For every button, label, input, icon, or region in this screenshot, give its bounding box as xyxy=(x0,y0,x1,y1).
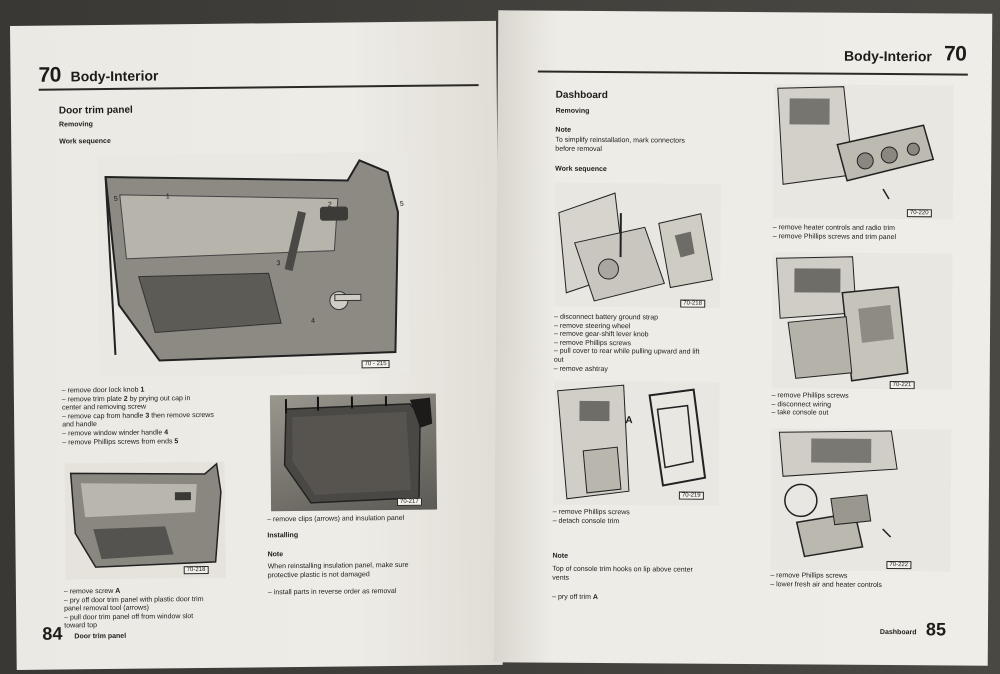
removing-label: Removing xyxy=(59,121,93,129)
note2-text: Top of console trim hooks on lip above c… xyxy=(552,565,762,584)
step-item: – remove Phillips screws and trim panel xyxy=(772,232,897,241)
steps-list-trim-removal: – remove screw A – pry off door trim pan… xyxy=(64,586,264,631)
figure-ref-70-217: 70-217 xyxy=(396,497,422,506)
console-trim-illustration xyxy=(557,384,707,500)
step-item: – pry off trim A xyxy=(552,593,598,601)
steps-list-pry: – pry off trim A xyxy=(552,594,752,604)
note-label: Note xyxy=(555,126,572,134)
console-trim-figure: A 70-219 xyxy=(552,380,720,506)
console-cover-figure: 70-218 xyxy=(554,182,722,308)
steps-list-install: – install parts in reverse order as remo… xyxy=(268,587,488,598)
trim-removal-figure: 70-218 xyxy=(64,461,226,580)
steps-list-fresh-air: – remove Phillips screws – lower fresh a… xyxy=(770,572,980,591)
note2-label: Note xyxy=(552,552,569,560)
note-line: protective plastic is not damaged xyxy=(267,571,370,580)
steps-list-insulation: – remove clips (arrows) and insulation p… xyxy=(267,514,487,525)
figure-ref-70-221: 70-221 xyxy=(889,381,915,390)
footer-label: Door trim panel xyxy=(74,632,127,641)
steps-list-console-trim: – remove Phillips screws – detach consol… xyxy=(553,509,763,528)
callout-4: 4 xyxy=(311,317,316,325)
work-sequence-label: Work sequence xyxy=(555,165,607,174)
console-cover-illustration xyxy=(558,192,713,302)
door-trim-illustration xyxy=(104,159,399,362)
right-page: Body-Interior 70 Dashboard Removing Note… xyxy=(493,10,993,666)
installing-label: Installing xyxy=(267,532,299,540)
step-item: – install parts in reverse order as remo… xyxy=(267,587,397,597)
callout-5-right: 5 xyxy=(399,200,404,208)
console-removal-figure: 70-221 xyxy=(771,252,953,390)
note-line: Top of console trim hooks on lip above c… xyxy=(552,565,693,574)
figure-ref-70-219: 70-219 xyxy=(678,491,704,500)
fresh-air-controls-illustration xyxy=(778,430,898,558)
chapter-title: Body-Interior xyxy=(70,67,159,85)
removing-label: Removing xyxy=(555,107,590,115)
door-trim-figure: 5 1 2 5 3 4 70 - 215 xyxy=(97,151,410,378)
figure-ref-70-220: 70-220 xyxy=(906,209,932,218)
header-rule xyxy=(537,70,968,76)
step-item: toward top xyxy=(64,622,98,630)
note-line: before removal xyxy=(555,145,603,154)
note-text: When reinstalling insulation panel, make… xyxy=(268,560,488,580)
work-sequence-label: Work sequence xyxy=(59,137,111,146)
insulation-panel-illustration xyxy=(283,396,433,504)
steps-list-door-trim: – remove door lock knob 1 – remove trim … xyxy=(62,385,273,447)
callout-3: 3 xyxy=(276,260,281,268)
header-rule xyxy=(38,84,479,91)
steps-list-console: – disconnect battery ground strap – remo… xyxy=(554,314,764,376)
step-item: – detach console trim xyxy=(552,517,620,525)
step-item: – remove ashtray xyxy=(553,365,608,373)
chapter-number: 70 xyxy=(38,63,61,87)
figure-ref-70-222: 70-222 xyxy=(886,561,912,570)
insulation-panel-figure: 70-217 xyxy=(269,393,438,512)
page-number: 85 xyxy=(925,619,947,640)
figure-ref-70-218-left: 70-218 xyxy=(183,565,209,575)
figure-ref-70-218: 70-218 xyxy=(680,299,705,308)
page-number: 84 xyxy=(42,623,63,644)
figure-ref-70-215: 70 - 215 xyxy=(361,360,390,369)
callout-5-left: 5 xyxy=(113,195,118,203)
chapter-number: 70 xyxy=(943,42,967,66)
console-removal-illustration xyxy=(776,256,909,382)
heater-controls-figure: 70-220 xyxy=(772,84,954,220)
step-item: – pull cover to rear while pulling upwar… xyxy=(553,348,700,357)
callout-2: 2 xyxy=(327,201,332,209)
footer-label: Dashboard xyxy=(879,628,917,637)
steps-list-heater: – remove heater controls and radio trim … xyxy=(773,224,973,243)
step-item: – take console out xyxy=(771,409,829,417)
callout-1: 1 xyxy=(165,193,170,201)
section-title: Dashboard xyxy=(555,89,608,102)
callout-A: A xyxy=(625,415,633,427)
left-page: 70 Body-Interior Door trim panel Removin… xyxy=(10,20,503,670)
steps-list-console-out: – remove Phillips screws – disconnect wi… xyxy=(771,392,971,419)
note-line: vents xyxy=(552,574,570,582)
note-text: To simplify reinstallation, mark connect… xyxy=(555,136,765,155)
step-item: – remove Phillips screws from ends 5 xyxy=(62,437,179,447)
step-item: – remove clips (arrows) and insulation p… xyxy=(267,514,405,524)
chapter-title: Body-Interior xyxy=(843,47,932,65)
fresh-air-controls-figure: 70-222 xyxy=(770,428,952,572)
section-title: Door trim panel xyxy=(58,104,133,117)
trim-removal-illustration xyxy=(69,462,222,568)
heater-controls-illustration xyxy=(777,86,935,200)
step-item: – lower fresh air and heater controls xyxy=(770,580,882,589)
note-label: Note xyxy=(267,551,284,559)
